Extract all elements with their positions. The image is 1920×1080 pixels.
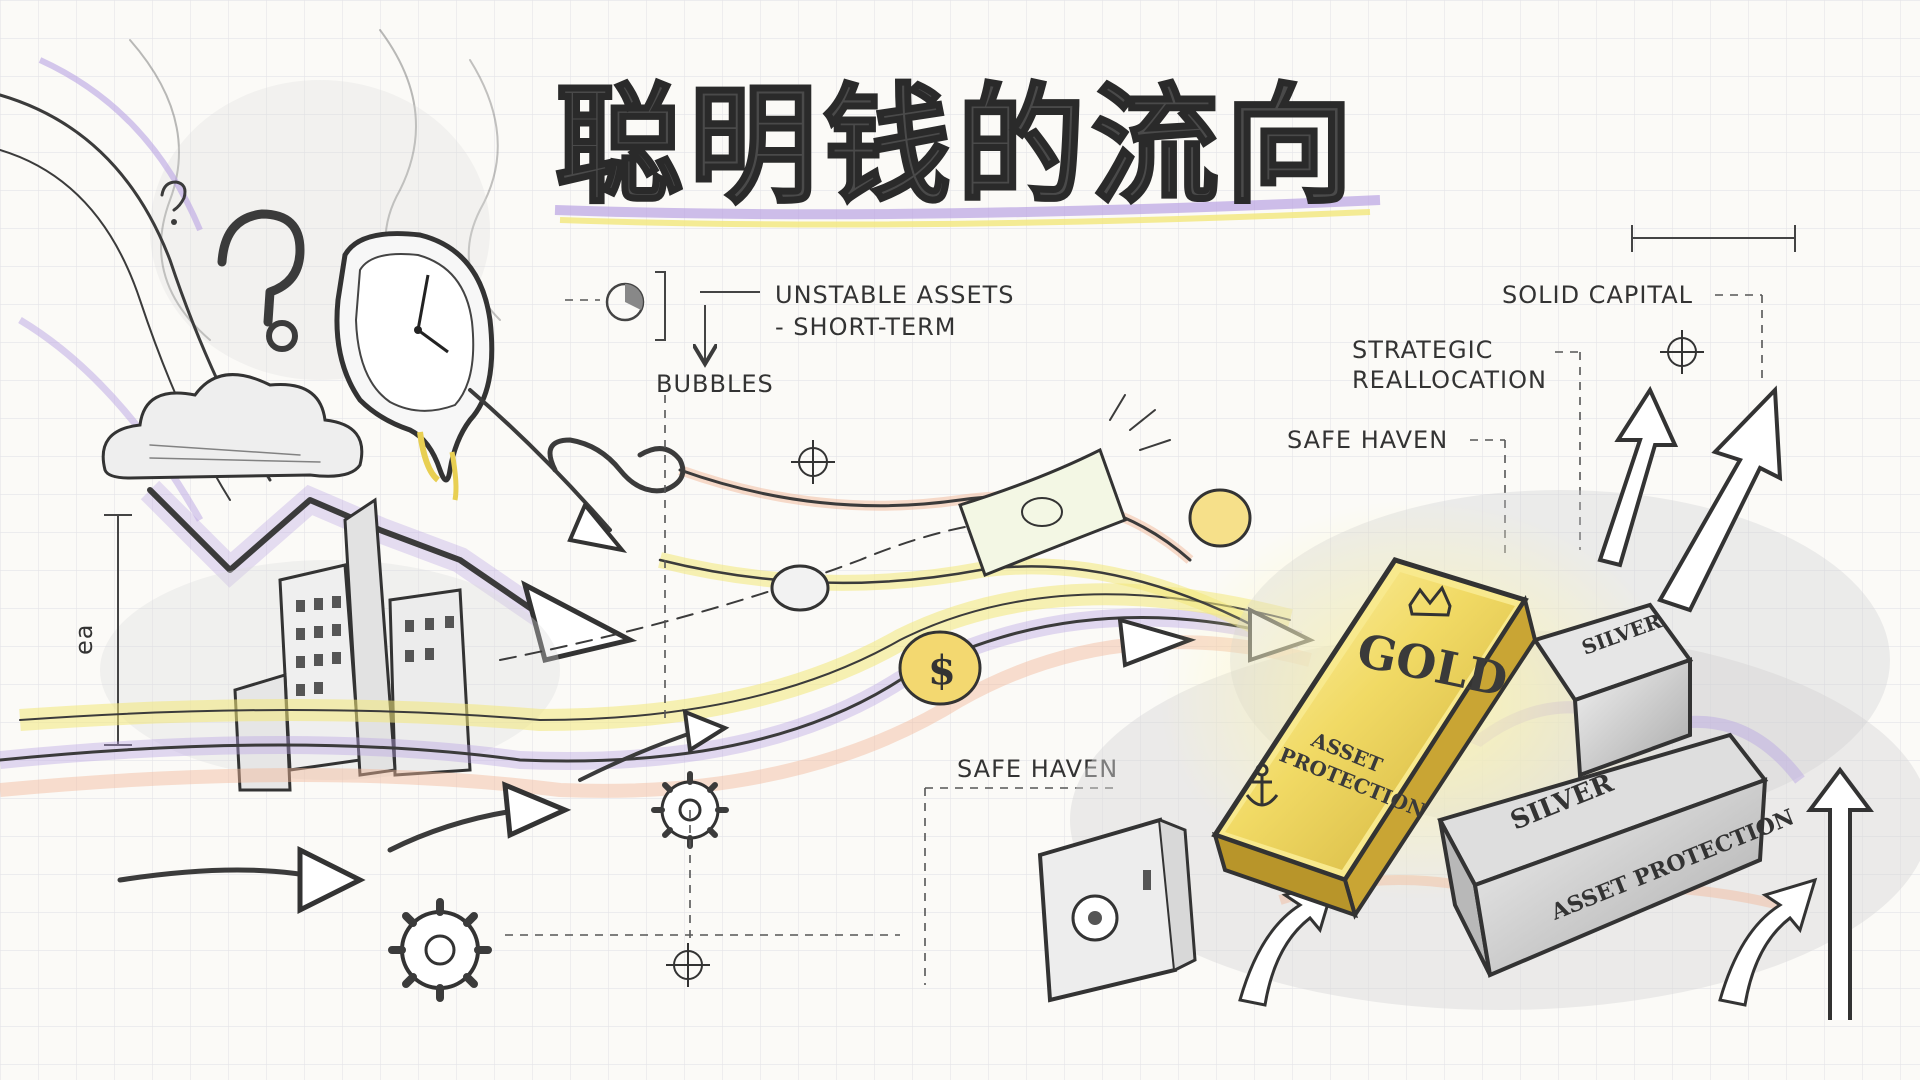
storm-cloud-icon [101,373,364,480]
falling-arrow-icon [140,388,638,663]
question-mark-icon [160,180,305,352]
gold-bar: GOLD ASSET PROTECTION [1211,557,1538,920]
safe-haven-top-label: SAFE HAVEN [1287,426,1448,454]
strategic-label: STRATEGIC [1352,336,1493,364]
building-windows [296,596,454,696]
melting-clock-icon [334,231,495,501]
coin-dollar-sign: $ [928,647,956,694]
safe-haven-bottom-label: SAFE HAVEN [957,755,1118,783]
bubbles-label: BUBBLES [656,370,774,398]
short-term-label: - SHORT-TERM [775,313,957,341]
unstable-assets-label: UNSTABLE ASSETS [775,281,1015,309]
solid-capital-label: SOLID CAPITAL [1502,281,1693,309]
dimension-label: ea [70,624,98,655]
coin-icons: $ [770,488,1252,706]
vault-safe-icon [1037,817,1197,1003]
infinity-symbol-icon [547,437,686,494]
crosshair-icons [666,330,1704,987]
title-group: 聪明钱的流向 [554,71,1381,228]
rising-arrows-right [1238,385,1874,1020]
money-flow-streams [0,465,1312,798]
annotation-leaders [505,225,1796,985]
pie-chart-icon [605,282,645,322]
anchor-icon [1245,763,1279,807]
dollar-bill-icon [958,394,1171,577]
reallocation-label: REALLOCATION [1352,366,1547,394]
page-title: 聪明钱的流向 [555,72,1359,221]
